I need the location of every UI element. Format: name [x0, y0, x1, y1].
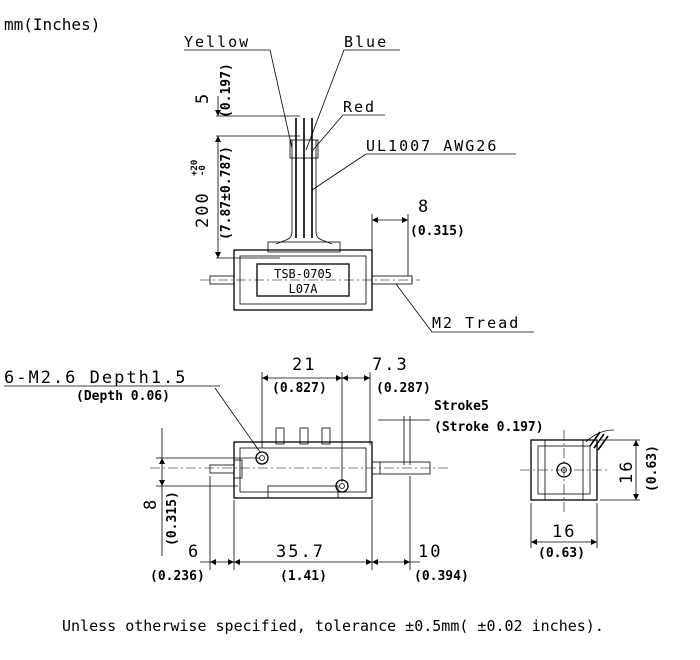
hole-pitch-dim: 21 [292, 355, 316, 375]
end-view: 16 (0.63) 16 (0.63) [520, 429, 660, 561]
end-height-dim-in: (0.63) [645, 445, 660, 492]
wire-label-blue: Blue [344, 33, 388, 51]
wire-label-red: Red [343, 98, 376, 116]
units-label: mm(Inches) [4, 15, 100, 34]
solenoid-body-front [150, 427, 448, 499]
holes-label: 6-M2.6 Depth1.5 [4, 368, 188, 388]
body-length-dim: 35.7 [276, 542, 325, 562]
lead-stub-dim: 5 [193, 92, 213, 104]
left-ext-dim: 6 [188, 542, 200, 562]
left-ext-dim-in: (0.236) [150, 569, 205, 584]
end-width-dim: 16 [552, 522, 576, 542]
body-length-dim-in: (1.41) [280, 569, 327, 584]
solenoid-body-top: TSB-0705 L07A [200, 241, 420, 311]
tolerance-footnote: Unless otherwise specified, tolerance ±0… [62, 617, 604, 635]
height-dim-in: (0.315) [165, 491, 180, 546]
shaft-ext-dim: 8 [418, 197, 430, 217]
right-ext-dim: 10 [418, 542, 442, 562]
hole-offset-dim: 7.3 [372, 355, 409, 375]
label-plate-line2: L07A [289, 282, 319, 296]
wire-leads [275, 118, 333, 245]
label-plate-line1: TSB-0705 [274, 267, 332, 281]
hole-offset-dim-in: (0.287) [376, 381, 431, 396]
front-view: 6-M2.6 Depth1.5 (Depth 0.06) 21 (0.827) … [4, 355, 544, 584]
top-view: Yellow Blue Red UL1007 AWG26 5 (0.197) 2… [184, 33, 534, 333]
lead-length-dim: 200 [193, 191, 213, 228]
wire-label-yellow: Yellow [184, 33, 250, 51]
thread-label: M2 Tread [432, 314, 520, 332]
stroke-dim: Stroke5 [434, 399, 489, 414]
shaft-ext-dim-in: (0.315) [410, 224, 465, 239]
end-height-dim: 16 [617, 460, 637, 484]
lead-length-tol-plus: +20 [190, 160, 200, 176]
wire-spec-label: UL1007 AWG26 [366, 137, 498, 155]
lead-length-tol-minus: -0 [198, 165, 208, 176]
right-ext-dim-in: (0.394) [414, 569, 469, 584]
hole-pitch-dim-in: (0.827) [272, 381, 327, 396]
end-width-dim-in: (0.63) [538, 546, 585, 561]
stroke-dim-in: (Stroke 0.197) [434, 420, 544, 435]
lead-stub-dim-in: (0.197) [219, 63, 234, 118]
lead-length-dim-in: (7.87±0.787) [219, 146, 234, 240]
holes-label-in: (Depth 0.06) [76, 389, 170, 404]
height-dim: 8 [141, 498, 161, 510]
